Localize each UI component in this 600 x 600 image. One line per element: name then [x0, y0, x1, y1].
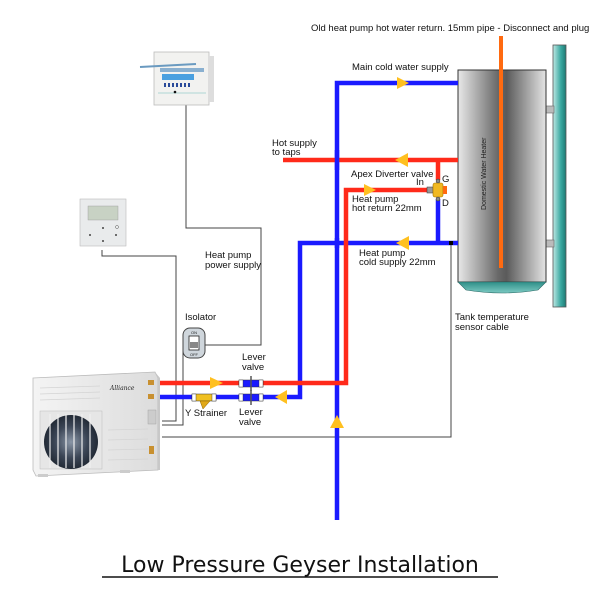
apex-diverter-valve [426, 178, 447, 202]
label-lever-valve-top-2: valve [242, 362, 264, 373]
label-lever-valve-bottom-2: valve [239, 417, 261, 428]
label-y-strainer: Y Strainer [185, 408, 227, 419]
isolator-to-hp-wire [162, 345, 184, 426]
arrow-main-cold-up [330, 415, 344, 428]
brand-logo: Alliance [109, 385, 135, 392]
distribution-board [139, 51, 214, 106]
power-supply-wire [185, 104, 262, 346]
label-hot-supply-1: Hot supply [272, 138, 317, 149]
arrow-hot-return [364, 184, 376, 196]
label-isolator: Isolator [185, 312, 216, 323]
label-valve-g: G [442, 174, 449, 185]
wiring [101, 104, 452, 438]
label-hp-hot-return-1: Heat pump [352, 194, 398, 205]
heat-pump-unit: Alliance [32, 371, 160, 477]
label-hp-cold-supply-1: Heat pump [359, 248, 405, 259]
label-apex-valve: Apex Diverter valve [351, 169, 433, 180]
isolator-on-label: ON [191, 330, 197, 335]
tank-sensor-wire [162, 245, 452, 438]
label-old-return: Old heat pump hot water return. 15mm pip… [311, 23, 589, 34]
lever-valve-hot [238, 376, 264, 391]
arrow-hp-hot-out [210, 377, 223, 389]
hp-cold-supply-pipe [150, 240, 458, 400]
label-lever-valve-top-1: Lever [242, 352, 266, 363]
sensor-point [449, 241, 453, 245]
page-title: Low Pressure Geyser Installation [121, 553, 479, 578]
arrow-hot-supply [395, 153, 408, 167]
label-hp-hot-return-2: hot return 22mm [352, 203, 422, 214]
label-power-supply-2: power supply [205, 260, 261, 271]
label-hot-supply-2: to taps [272, 147, 301, 158]
label-valve-d: D [442, 198, 449, 209]
arrow-cold-supply [396, 236, 409, 250]
tank-label: Domestic Water Heater [481, 137, 488, 210]
isolator-off-label: OFF [190, 352, 199, 357]
label-power-supply-1: Heat pump [205, 250, 251, 261]
flow-arrows [210, 77, 409, 428]
lever-valve-cold [238, 390, 264, 405]
wall-mount [545, 44, 567, 308]
controller-wire [101, 250, 177, 422]
isolator-switch: ON OFF [182, 327, 206, 359]
label-main-cold: Main cold water supply [352, 62, 449, 73]
main-cold-supply-pipe [334, 80, 458, 520]
label-valve-in: In [416, 177, 424, 188]
arrow-main-cold [397, 77, 409, 89]
label-tank-sensor-1: Tank temperature [455, 312, 529, 323]
label-lever-valve-bottom-1: Lever [239, 407, 263, 418]
cold-pipes [150, 80, 458, 520]
arrow-hp-cold-in [275, 390, 287, 404]
label-hp-cold-supply-2: cold supply 22mm [359, 257, 436, 268]
wall-controller [79, 198, 127, 247]
y-strainer [191, 393, 217, 410]
label-tank-sensor-2: sensor cable [455, 322, 509, 333]
